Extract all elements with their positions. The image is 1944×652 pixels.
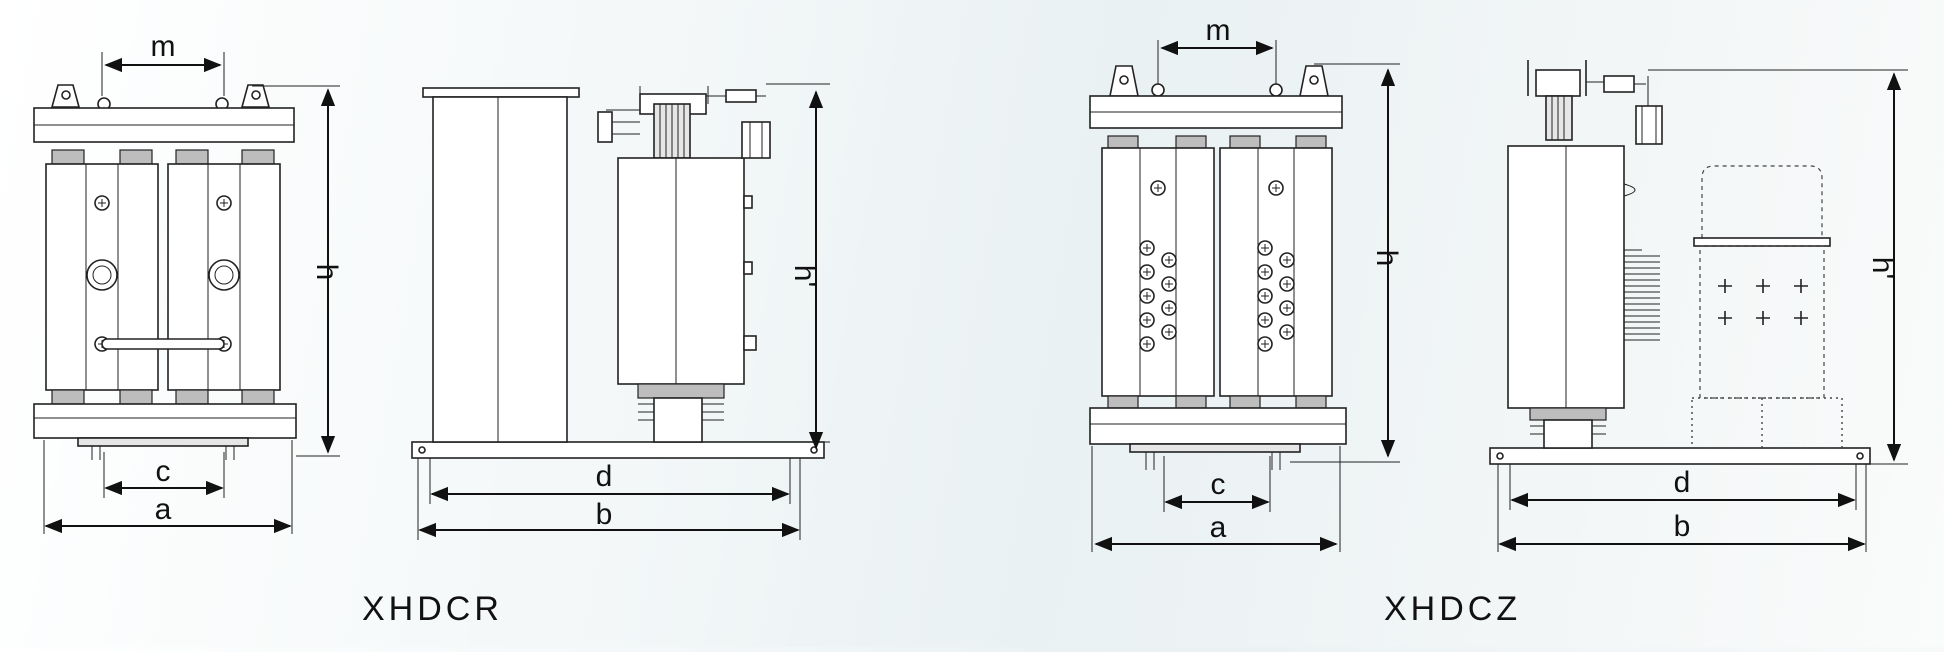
xhdcr-front-view: m h c a — [33, 30, 343, 534]
model-label-xhdcr: XHDCR — [362, 590, 503, 628]
dim-label-d: d — [1674, 466, 1691, 499]
dim-label-h: h — [310, 264, 343, 281]
dim-label-c: c — [1211, 468, 1226, 501]
xhdcz-front-view: m h c a — [1089, 14, 1403, 552]
xhdcr-side-view: h' d b — [411, 83, 830, 540]
dim-label-b: b — [1674, 510, 1691, 543]
dim-label-m: m — [1206, 14, 1231, 47]
xhdcz-side-view: h' d b — [1489, 60, 1908, 552]
dim-label-m: m — [151, 30, 176, 63]
dim-label-h: h — [1370, 250, 1403, 267]
dim-label-a: a — [155, 493, 172, 526]
dim-label-h-prime: h' — [788, 265, 821, 287]
dim-label-a: a — [1210, 511, 1227, 544]
dim-label-h-prime: h' — [1866, 257, 1899, 279]
model-label-xhdcz: XHDCZ — [1384, 590, 1521, 628]
dim-label-b: b — [596, 498, 613, 531]
dim-label-d: d — [596, 460, 613, 493]
dim-label-c: c — [156, 455, 171, 488]
